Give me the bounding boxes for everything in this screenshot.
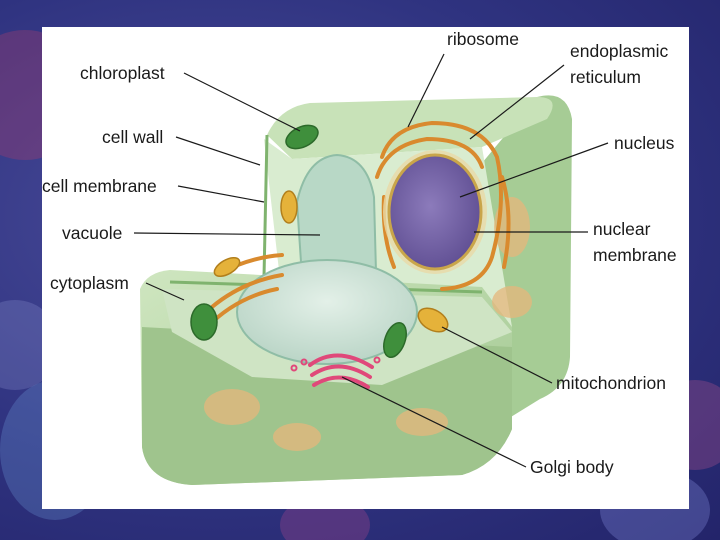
label-er-line2: reticulum: [570, 67, 641, 87]
nucleus: [383, 150, 487, 274]
label-er-line1: endoplasmic: [570, 41, 668, 61]
label-nuclear-line2: membrane: [593, 245, 677, 265]
chloroplasts: [190, 124, 407, 359]
label-nuclear-line1: nuclear: [593, 219, 651, 239]
vacuole: [236, 153, 418, 365]
mitochondria: [213, 190, 449, 333]
label-vacuole: vacuole: [62, 223, 122, 243]
label-cell-membrane: cell membrane: [42, 176, 157, 196]
label-chloroplast: chloroplast: [80, 63, 165, 83]
golgi-body: [290, 353, 381, 389]
label-ribosome: ribosome: [447, 29, 519, 49]
label-cytoplasm: cytoplasm: [50, 273, 129, 293]
label-golgi-body: Golgi body: [530, 457, 614, 477]
leader-lines: [133, 53, 609, 468]
labels: chloroplast cell wall cell membrane vacu…: [42, 29, 677, 477]
label-cell-wall: cell wall: [102, 127, 163, 147]
cytoplasm-granules: [204, 197, 532, 451]
label-nucleus: nucleus: [614, 133, 675, 153]
diagram-panel: chloroplast cell wall cell membrane vacu…: [42, 27, 689, 509]
label-mitochondrion: mitochondrion: [556, 373, 666, 393]
plant-cell-diagram: chloroplast cell wall cell membrane vacu…: [42, 29, 677, 485]
